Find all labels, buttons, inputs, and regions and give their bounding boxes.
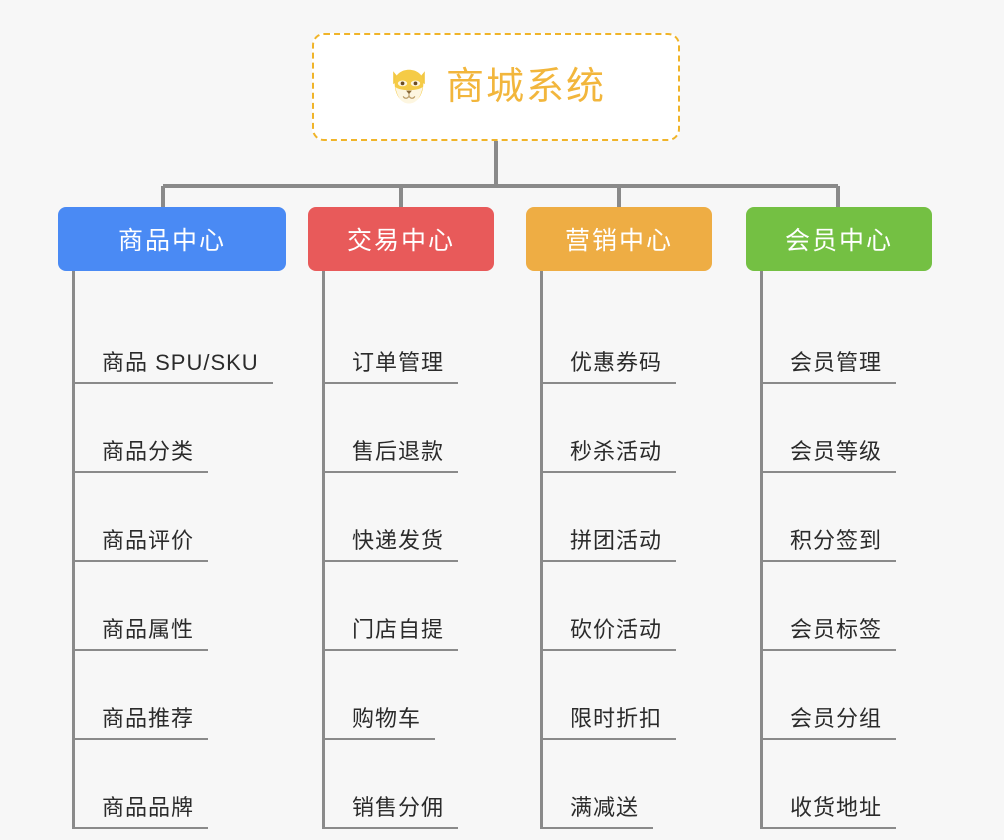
list-item[interactable]: 商品 SPU/SKU xyxy=(75,295,286,384)
leaf-label: 购物车 xyxy=(325,706,436,740)
list-item[interactable]: 会员标签 xyxy=(763,562,932,651)
leaf-label: 收货地址 xyxy=(763,795,897,829)
branch-header-transaction-center[interactable]: 交易中心 xyxy=(308,207,494,271)
leaf-list-marketing-center: 优惠券码 秒杀活动 拼团活动 砍价活动 限时折扣 满减送 xyxy=(540,271,712,829)
leaf-label: 会员分组 xyxy=(763,706,897,740)
list-item[interactable]: 积分签到 xyxy=(763,473,932,562)
list-item[interactable]: 优惠券码 xyxy=(543,295,712,384)
leaf-label: 会员管理 xyxy=(763,350,897,384)
branch-column-transaction-center: 交易中心 订单管理 售后退款 快递发货 门店自提 购物车 销售分佣 xyxy=(308,207,494,829)
list-item[interactable]: 拼团活动 xyxy=(543,473,712,562)
leaf-label: 商品属性 xyxy=(75,617,209,651)
branch-header-product-center[interactable]: 商品中心 xyxy=(58,207,286,271)
leaf-label: 商品推荐 xyxy=(75,706,209,740)
leaf-label: 销售分佣 xyxy=(325,795,459,829)
leaf-label: 售后退款 xyxy=(325,439,459,473)
branch-column-marketing-center: 营销中心 优惠券码 秒杀活动 拼团活动 砍价活动 限时折扣 满减送 xyxy=(526,207,712,829)
leaf-label: 订单管理 xyxy=(325,350,459,384)
leaf-label: 商品评价 xyxy=(75,528,209,562)
list-item[interactable]: 会员分组 xyxy=(763,651,932,740)
list-item[interactable]: 购物车 xyxy=(325,651,494,740)
list-item[interactable]: 砍价活动 xyxy=(543,562,712,651)
list-item[interactable]: 商品分类 xyxy=(75,384,286,473)
leaf-label: 拼团活动 xyxy=(543,528,677,562)
leaf-list-member-center: 会员管理 会员等级 积分签到 会员标签 会员分组 收货地址 xyxy=(760,271,932,829)
leaf-label: 商品品牌 xyxy=(75,795,209,829)
leaf-label: 秒杀活动 xyxy=(543,439,677,473)
list-item[interactable]: 售后退款 xyxy=(325,384,494,473)
shiba-dog-face-icon xyxy=(386,64,432,110)
leaf-list-transaction-center: 订单管理 售后退款 快递发货 门店自提 购物车 销售分佣 xyxy=(322,271,494,829)
leaf-label: 满减送 xyxy=(543,795,654,829)
leaf-label: 商品 SPU/SKU xyxy=(75,350,273,384)
list-item[interactable]: 秒杀活动 xyxy=(543,384,712,473)
leaf-label: 积分签到 xyxy=(763,528,897,562)
root-node-mall-system[interactable]: 商城系统 xyxy=(312,33,680,141)
list-item[interactable]: 商品属性 xyxy=(75,562,286,651)
list-item[interactable]: 限时折扣 xyxy=(543,651,712,740)
leaf-label: 砍价活动 xyxy=(543,617,677,651)
leaf-label: 会员等级 xyxy=(763,439,897,473)
list-item[interactable]: 销售分佣 xyxy=(325,740,494,829)
list-item[interactable]: 门店自提 xyxy=(325,562,494,651)
list-item[interactable]: 收货地址 xyxy=(763,740,932,829)
branch-column-product-center: 商品中心 商品 SPU/SKU 商品分类 商品评价 商品属性 商品推荐 商品品牌 xyxy=(58,207,286,829)
list-item[interactable]: 商品评价 xyxy=(75,473,286,562)
root-title: 商城系统 xyxy=(445,66,606,108)
list-item[interactable]: 订单管理 xyxy=(325,295,494,384)
list-item[interactable]: 会员等级 xyxy=(763,384,932,473)
list-item[interactable]: 会员管理 xyxy=(763,295,932,384)
leaf-label: 会员标签 xyxy=(763,617,897,651)
branch-header-member-center[interactable]: 会员中心 xyxy=(746,207,932,271)
list-item[interactable]: 商品推荐 xyxy=(75,651,286,740)
leaf-label: 快递发货 xyxy=(325,528,459,562)
list-item[interactable]: 快递发货 xyxy=(325,473,494,562)
leaf-list-product-center: 商品 SPU/SKU 商品分类 商品评价 商品属性 商品推荐 商品品牌 xyxy=(72,271,286,829)
list-item[interactable]: 商品品牌 xyxy=(75,740,286,829)
branch-column-member-center: 会员中心 会员管理 会员等级 积分签到 会员标签 会员分组 收货地址 xyxy=(746,207,932,829)
leaf-label: 优惠券码 xyxy=(543,350,677,384)
leaf-label: 限时折扣 xyxy=(543,706,677,740)
leaf-label: 商品分类 xyxy=(75,439,209,473)
branch-header-marketing-center[interactable]: 营销中心 xyxy=(526,207,712,271)
leaf-label: 门店自提 xyxy=(325,617,459,651)
list-item[interactable]: 满减送 xyxy=(543,740,712,829)
